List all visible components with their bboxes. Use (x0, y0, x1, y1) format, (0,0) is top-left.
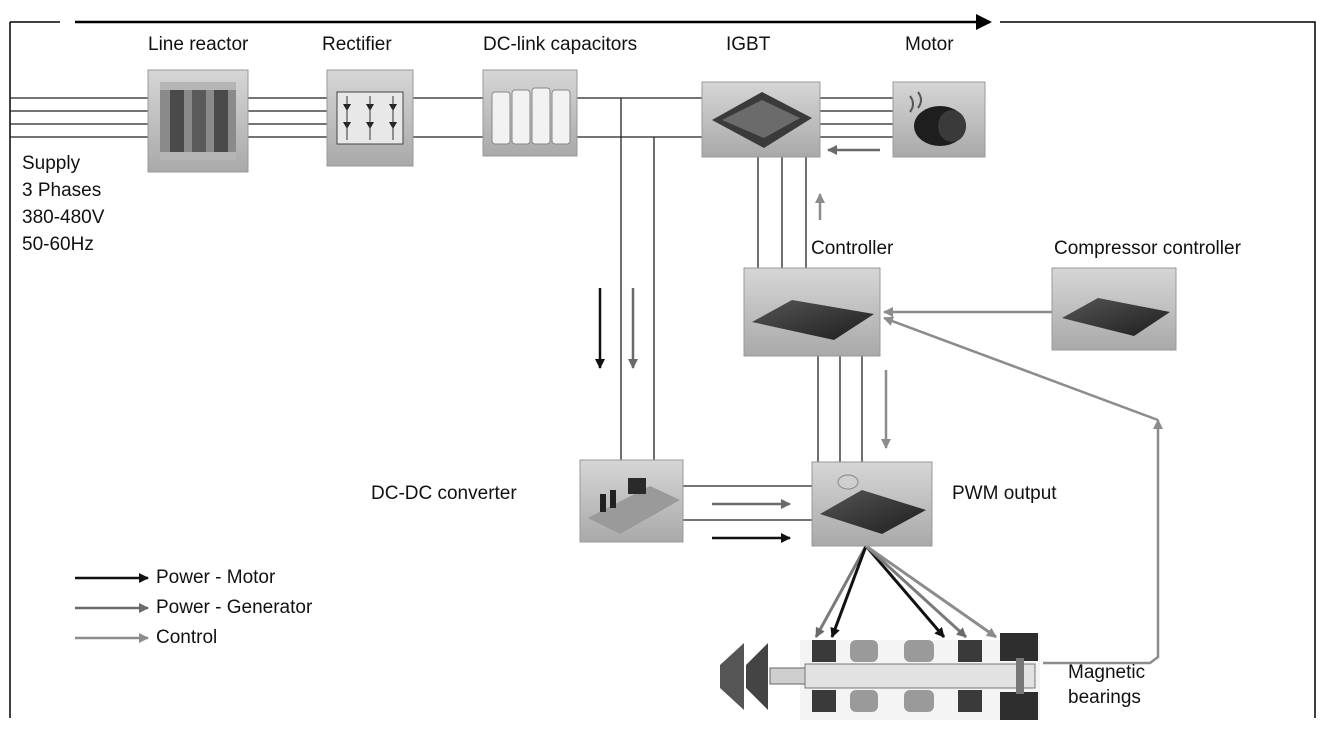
controller-label: Controller (811, 238, 894, 259)
bearing-feedback-line (1043, 419, 1163, 665)
dcdc-pwm-wires (683, 485, 812, 521)
pwm-output-image (811, 461, 933, 547)
pwm-output-label: PWM output (952, 483, 1057, 504)
controller-pwm-wires (817, 356, 863, 462)
legend-control-label: Control (156, 627, 218, 648)
legend-power-generator-label: Power - Generator (156, 597, 313, 618)
supply-line-3: 380-480V (22, 207, 105, 228)
dc-link-capacitors-label: DC-link capacitors (483, 34, 638, 55)
line-reactor-image (147, 69, 249, 173)
igbt-label: IGBT (726, 34, 771, 55)
igbt-controller-wires (757, 157, 807, 268)
rectifier-image (326, 69, 414, 167)
magnetic-bearings-label: Magnetic bearings (1068, 660, 1145, 710)
supply-line-2: 3 Phases (22, 180, 102, 201)
legend-power-motor-label: Power - Motor (156, 567, 276, 588)
motor-image (892, 81, 986, 158)
line-reactor-label: Line reactor (148, 34, 249, 55)
bearing-feedback-to-controller-arrow (883, 316, 1159, 422)
dc-link-capacitors-image (482, 69, 578, 157)
dc-bus-wires (413, 97, 702, 460)
reactor-rectifier-wires (248, 97, 327, 138)
igbt-motor-wires (820, 97, 893, 138)
dc-dc-converter-image (579, 459, 684, 543)
compressor-controller-image (1051, 267, 1177, 351)
magnetic-bearings-line-1: Magnetic (1068, 662, 1146, 683)
supply-line-1: Supply (22, 153, 81, 174)
controller-image (743, 267, 881, 357)
motor-label: Motor (905, 34, 954, 55)
magnetic-bearings-line-2: bearings (1068, 687, 1141, 708)
supply-line-4: 50-60Hz (22, 234, 94, 255)
legend (75, 573, 149, 643)
rectifier-label: Rectifier (322, 34, 392, 55)
frame-border (9, 21, 1316, 718)
compressor-controller-label: Compressor controller (1054, 238, 1241, 259)
igbt-image (701, 81, 821, 158)
dc-dc-converter-label: DC-DC converter (371, 483, 517, 504)
magnetic-bearings-image (720, 633, 1040, 720)
pwm-bearing-arrows (814, 544, 997, 639)
supply-wires (10, 97, 148, 138)
supply-label: Supply 3 Phases 380-480V 50-60Hz (22, 150, 104, 258)
